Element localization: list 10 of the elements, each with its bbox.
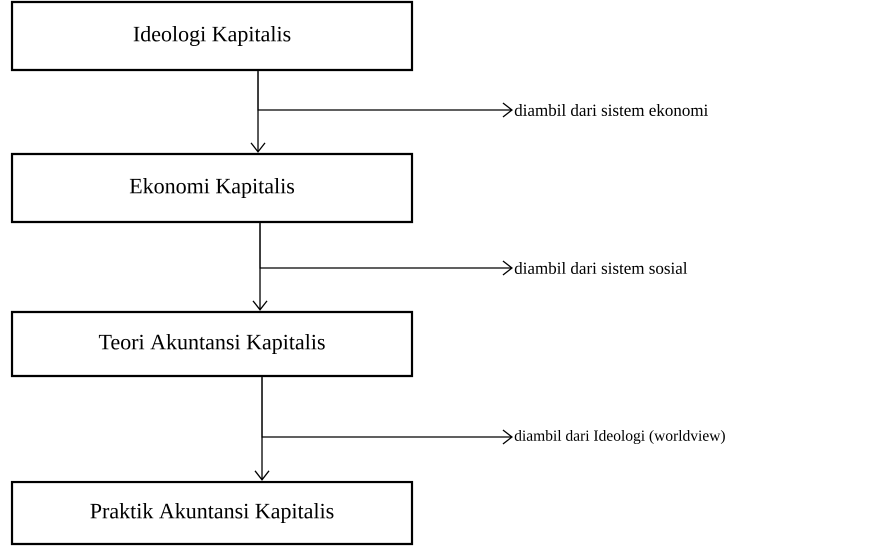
note-text: diambil dari sistem ekonomi	[514, 104, 708, 116]
note-text: diambil dari sistem sosial	[514, 262, 688, 274]
arrow	[261, 377, 513, 444]
process-box: Ideologi Kapitalis	[10, 0, 414, 72]
arrow	[257, 71, 513, 118]
process-box: Teori Akuntansi Kapitalis	[10, 310, 414, 378]
note-text: diambil dari Ideologi (worldview)	[514, 430, 725, 444]
process-box: Praktik Akuntansi Kapitalis	[10, 480, 414, 546]
arrow	[259, 223, 513, 276]
process-box: Ekonomi Kapitalis	[10, 152, 414, 224]
